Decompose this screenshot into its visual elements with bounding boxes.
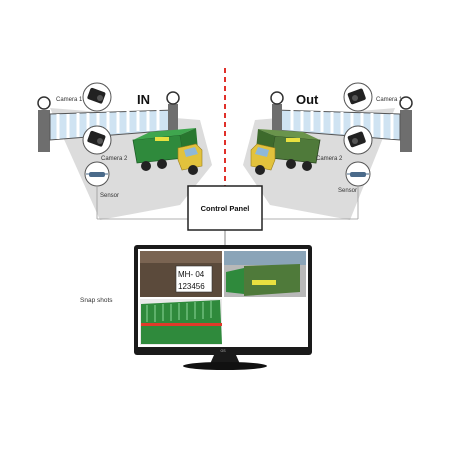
connection-lines [96, 187, 359, 245]
out-label: Out [296, 92, 319, 107]
left-truck-icon [132, 128, 203, 175]
right-sensor-label: Sensor [338, 188, 357, 194]
right-camera2-label: Camera 2 [316, 156, 343, 162]
left-sensor-icon [84, 161, 110, 187]
control-panel-box [187, 185, 263, 231]
left-sensor-label: Sensor [100, 193, 119, 199]
right-camera1-label: Camera 1 [376, 97, 403, 103]
right-sensor-icon [345, 161, 371, 187]
left-gate-icon [37, 91, 180, 152]
in-label: IN [137, 92, 150, 107]
right-truck-icon [250, 129, 321, 175]
left-camera1-icon [82, 82, 112, 112]
plate-line1: MH- 04 [178, 270, 205, 279]
control-panel-label: Control Panel [201, 204, 250, 213]
snapshots-label: Snap shots [80, 297, 113, 304]
monitor-brand: OS [220, 349, 226, 353]
right-camera1-icon [343, 82, 373, 112]
right-camera2-icon [343, 125, 373, 155]
left-camera2-label: Camera 2 [101, 156, 128, 162]
plate-line2: 123456 [178, 282, 205, 291]
monitor-icon [134, 245, 312, 370]
left-camera2-icon [82, 125, 112, 155]
left-camera1-label: Camera 1 [56, 97, 83, 103]
snapshot-blank [224, 299, 306, 345]
